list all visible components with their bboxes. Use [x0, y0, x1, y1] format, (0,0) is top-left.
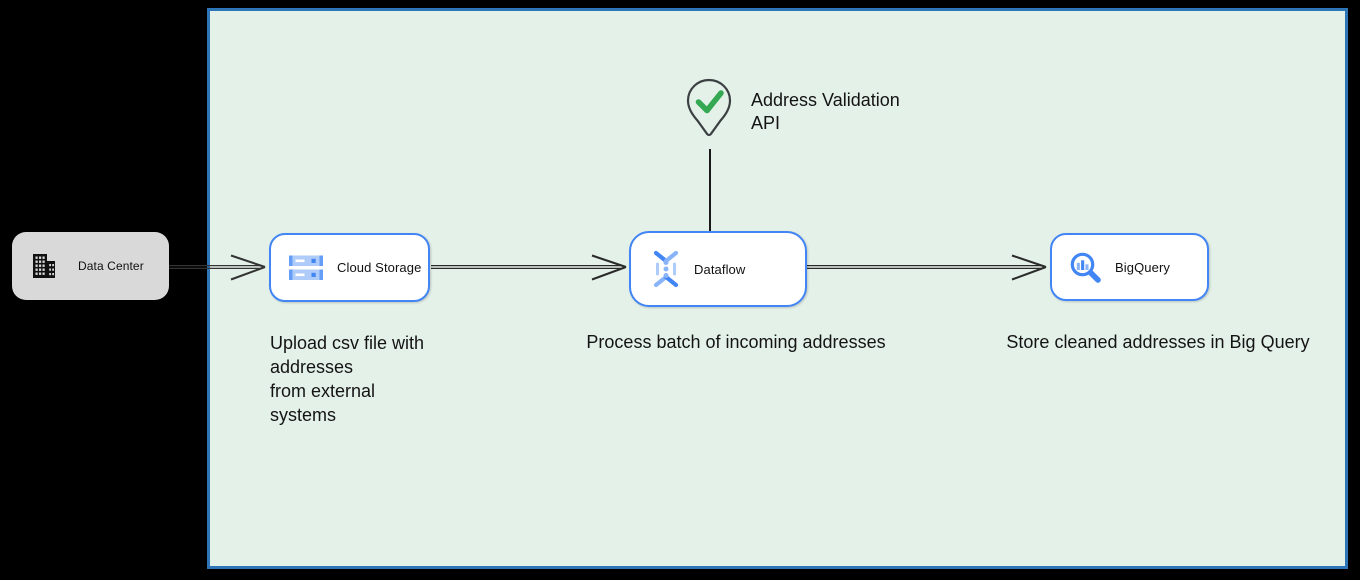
- dataflow-caption: Process batch of incoming addresses: [586, 332, 886, 352]
- dataflow-label: Dataflow: [694, 261, 746, 277]
- bigquery-label: BigQuery: [1115, 259, 1170, 275]
- node-cloud-storage[interactable]: Cloud Storage: [269, 233, 430, 302]
- bigquery-caption: Store cleaned addresses in Big Query: [1006, 332, 1310, 352]
- address-validation-pin[interactable]: [686, 77, 732, 139]
- cloud-storage-icon: [288, 253, 324, 283]
- cloud-storage-label: Cloud Storage: [337, 260, 422, 275]
- data-center-icon: [29, 251, 59, 281]
- cloud-storage-caption: Upload csv file with addresses from exte…: [270, 333, 425, 425]
- node-bigquery[interactable]: BigQuery: [1050, 233, 1209, 301]
- node-dataflow[interactable]: Dataflow: [629, 231, 807, 307]
- dataflow-icon: [645, 248, 687, 290]
- bigquery-icon: [1067, 249, 1103, 285]
- address-validation-label: Address Validation API: [751, 90, 900, 133]
- node-data-center[interactable]: Data Center: [12, 232, 169, 300]
- check-icon: [695, 90, 724, 114]
- data-center-label: Data Center: [78, 259, 144, 273]
